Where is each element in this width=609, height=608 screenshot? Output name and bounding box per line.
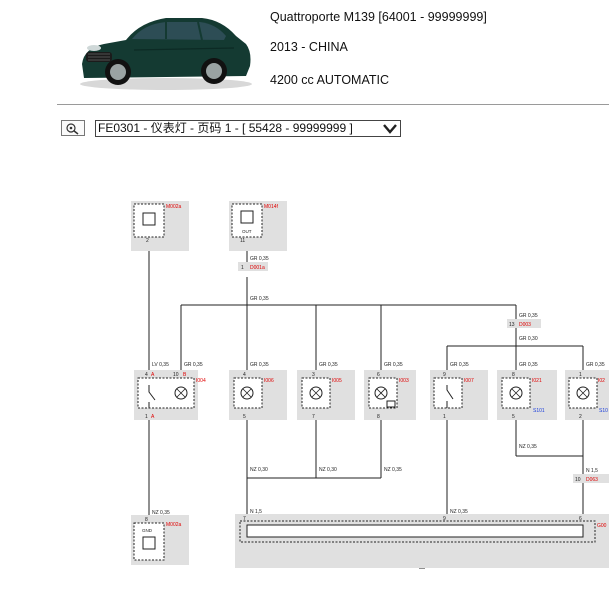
connector-pin: 1: [241, 265, 244, 271]
wrench-gear-icon: [66, 123, 79, 135]
connector-id: D003: [519, 322, 531, 328]
chevron-down-icon: [383, 124, 397, 134]
pin-top-letter: A: [151, 372, 155, 378]
pin-right-letter: B: [183, 372, 187, 378]
component-I004[interactable]: LV 0,35 GR 0,35 4 A 10 B I004 1 A: [134, 362, 206, 420]
ground-id: G00: [597, 523, 607, 529]
pin-right: 10: [173, 372, 179, 378]
component-id: I003: [399, 378, 409, 384]
vehicle-image: [80, 18, 252, 90]
pin-bottom: 8: [377, 414, 380, 420]
lower-wire-labels: NZ 0,30 NZ 0,30 NZ 0,35 NZ 0,35 NZ 0,35: [152, 444, 537, 516]
wire-label: N 1,5: [586, 468, 598, 474]
wire-top-label: GR 0,35: [250, 362, 269, 368]
pin-top: 4: [243, 372, 246, 378]
wire-right-label: GR 0,35: [184, 362, 203, 368]
component-I005[interactable]: GR 0,35 3 I005 7: [297, 362, 355, 420]
component-I003[interactable]: GR 0,35 6 I003 8: [364, 362, 416, 420]
vehicle-year-market: 2013 - CHINA: [270, 40, 348, 54]
module-pin-label: OUT: [242, 229, 252, 234]
wire-label-top: GR 0,35: [519, 313, 538, 319]
component-I006[interactable]: GR 0,35 4 I006 5: [229, 362, 287, 420]
pin-bottom: 5: [243, 414, 246, 420]
wire-top-label: GR 0,35: [319, 362, 338, 368]
diagram-page-select[interactable]: FE0301 - 仪表灯 - 页码 1 - [ 55428 - 99999999…: [95, 120, 401, 137]
connector-pin: 13: [509, 322, 515, 328]
ground-pin: 9: [443, 516, 446, 522]
pin-bottom: 1: [443, 414, 446, 420]
vehicle-model: Quattroporte M139 [64001 - 99999999]: [270, 10, 487, 24]
pin-bottom: 2: [579, 414, 582, 420]
wire-label: GR 0,35: [250, 256, 269, 262]
connector-D003[interactable]: GR 0,35 13 D003 GR 0,30: [507, 313, 541, 342]
pin-top: 3: [312, 372, 315, 378]
wire-top-label: GR 0,35: [586, 362, 605, 368]
module-id: M002a: [166, 204, 182, 210]
module-id: M014f: [264, 204, 279, 210]
component-id: I007: [464, 378, 474, 384]
module-pin-label: GND: [142, 528, 153, 533]
pin-top: 8: [512, 372, 515, 378]
ground-pin: 6: [579, 516, 582, 522]
vehicle-engine: 4200 cc AUTOMATIC: [270, 73, 390, 87]
connector-D063[interactable]: N 1,5 10 D063: [573, 468, 609, 483]
module-M014f[interactable]: M014f OUT 11: [229, 201, 287, 251]
wiring-diagram[interactable]: M002a 2 M014f OUT 11 GR 0,35 1 D001a GR …: [0, 180, 609, 608]
wire-label: NZ 0,35: [519, 444, 537, 450]
wire-label: NZ 0,35: [384, 467, 402, 473]
connector-D001a[interactable]: GR 0,35 1 D001a: [238, 256, 269, 271]
wire-label: NZ 0,35: [152, 510, 170, 516]
module-id: M002a: [166, 522, 182, 528]
wire-top-label: GR 0,35: [450, 362, 469, 368]
pin-bottom: 1: [145, 414, 148, 420]
component-id: I004: [196, 378, 206, 384]
wire-top-label: GR 0,35: [519, 362, 538, 368]
ground-pin: 7: [243, 516, 246, 522]
component-id: I005: [332, 378, 342, 384]
component-I021[interactable]: GR 0,35 8 I021 S101 5: [497, 362, 557, 420]
component-id: I02: [598, 378, 605, 384]
module-M002a-bottom[interactable]: 8 GND M002a: [131, 515, 189, 565]
selected-option: FE0301 - 仪表灯 - 页码 1 - [ 55428 - 99999999…: [98, 121, 353, 135]
tool-button[interactable]: [61, 120, 85, 136]
wire-left-label: N 1,5: [250, 509, 262, 515]
pin-bottom-letter: A: [151, 414, 155, 420]
connector-pin: 10: [575, 477, 581, 483]
component-id: I021: [532, 378, 542, 384]
module-pin: 8: [145, 517, 148, 523]
pin-top: 6: [377, 372, 380, 378]
pin-bottom: 7: [312, 414, 315, 420]
pin-top: 9: [443, 372, 446, 378]
component-I02[interactable]: GR 0,35 1 I02 S10 2: [565, 362, 609, 420]
component-I007[interactable]: GR 0,35 9 I007 1: [430, 362, 488, 420]
wire-mid-label: NZ 0,35: [450, 509, 468, 515]
connector-id: D001a: [250, 265, 265, 271]
module-pin: 2: [146, 238, 149, 244]
pin-top: 4: [145, 372, 148, 378]
connector-id: D063: [586, 477, 598, 483]
header-divider: [57, 104, 609, 105]
module-M002a-top[interactable]: M002a 2: [131, 201, 189, 251]
wires: [148, 243, 584, 569]
wire-top-label: GR 0,35: [384, 362, 403, 368]
wire-label-bottom: GR 0,30: [519, 336, 538, 342]
component-id: I006: [264, 378, 274, 384]
pin-bottom: 5: [512, 414, 515, 420]
pin-top: 1: [579, 372, 582, 378]
wire-label: NZ 0,30: [250, 467, 268, 473]
splice-id: S101: [533, 408, 545, 414]
bus-wire-label: GR 0,35: [250, 296, 269, 302]
module-pin: 11: [240, 238, 245, 244]
splice-id: S10: [599, 408, 608, 414]
ground-bar-G00[interactable]: N 1,5 NZ 0,35 7 9 6 G00: [235, 509, 609, 568]
wire-left-label: LV 0,35: [152, 362, 169, 368]
wire-label: NZ 0,30: [319, 467, 337, 473]
